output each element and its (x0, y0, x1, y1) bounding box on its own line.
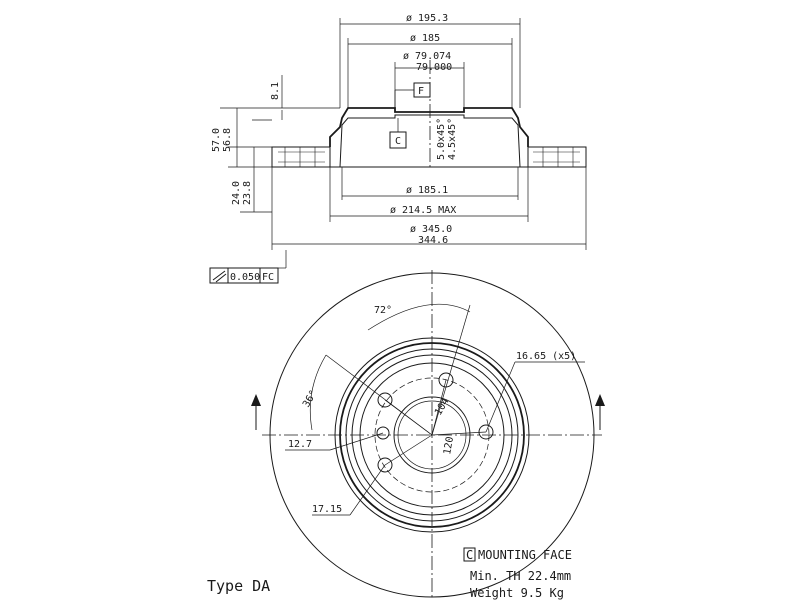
angle-36: 36° (301, 388, 320, 409)
tolerance-frame (209, 267, 279, 284)
dim-height-min: 56.8 (222, 128, 233, 152)
note-weight: Weight 9.5 Kg (470, 586, 564, 600)
angle-arc-72 (367, 303, 471, 331)
bolt-holes (376, 372, 494, 473)
dim-d-outer-hat: ø 195.3 (406, 13, 448, 24)
dim-d-bore-min: 79.000 (416, 62, 452, 73)
datum-f: F (418, 86, 424, 97)
vent-hatching (278, 147, 580, 167)
bolt-hole (377, 457, 393, 473)
disc-ring-right (527, 146, 587, 168)
note-type: Type DA (207, 577, 270, 595)
dim-hole-12: 12.7 (288, 439, 312, 450)
section-arrow-right (595, 394, 605, 406)
dim-d-disc-max: ø 345.0 (410, 224, 452, 235)
flatness-icon (212, 270, 227, 283)
note-c-box: C (466, 548, 473, 562)
dim-holes: 16.65 (x5) (516, 351, 576, 362)
dim-chamfer-1: 5.0x45° (436, 118, 447, 160)
locating-hole (376, 426, 390, 440)
datum-f-box (413, 82, 431, 98)
dim-flange-thk: 8.1 (270, 82, 281, 100)
dim-chamfer-2: 4.5x45° (447, 118, 458, 160)
bolt-hole (478, 424, 494, 440)
dim-thk-min: 23.8 (242, 181, 253, 205)
hat-profile (329, 107, 529, 147)
dim-d-hat-top: ø 185 (410, 33, 440, 44)
dim-d-max: ø 214.5 MAX (390, 205, 456, 216)
bolt-hole (377, 392, 393, 408)
angle-arc-36 (309, 354, 327, 431)
dim-d-inner: ø 185.1 (406, 185, 448, 196)
dim-d-bore-max: ø 79.074 (403, 51, 451, 62)
note-mounting: MOUNTING FACE (478, 548, 572, 562)
dim-pcd: 104 (433, 396, 452, 417)
section-arrow-left (251, 394, 261, 406)
tolerance-ref: FC (262, 272, 274, 283)
notes: C MOUNTING FACE Min. TH 22.4mm Weight 9.… (207, 547, 572, 600)
dim-pilot: 120 (442, 436, 456, 456)
datum-c: C (395, 136, 401, 147)
cross-section-view: ø 195.3 ø 185 ø 79.074 79.000 F C 5.0x45… (209, 13, 587, 284)
disc-ring-left (271, 146, 331, 168)
note-min-th: Min. TH 22.4mm (470, 569, 571, 583)
dim-thk-max: 24.0 (231, 181, 242, 205)
tolerance-value: 0.050 (230, 272, 260, 283)
angle-72: 72° (374, 305, 392, 316)
face-view: 72° 36° 104 120 16.65 (x5) 12.7 17.15 (251, 270, 605, 600)
dim-height-max: 57.0 (211, 128, 222, 152)
dim-hole-17: 17.15 (312, 504, 342, 515)
dim-d-disc-min: 344.6 (418, 235, 448, 246)
hat-inner-profile (339, 114, 521, 168)
mounting-c-box (463, 547, 476, 562)
